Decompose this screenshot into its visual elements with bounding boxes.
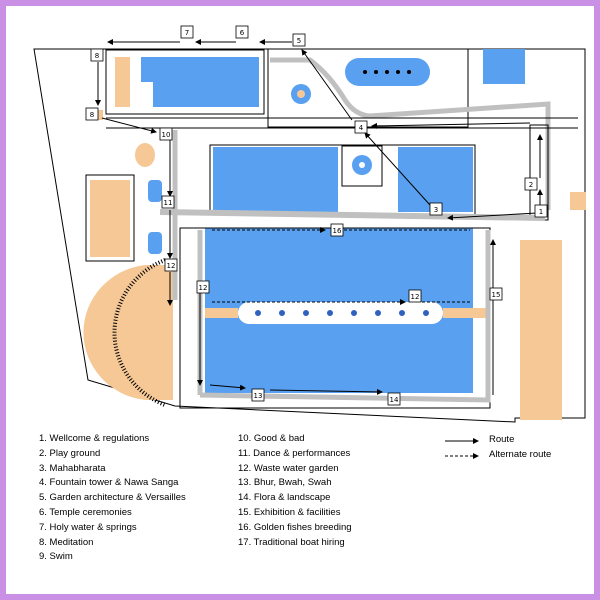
svg-text:2: 2 xyxy=(529,181,533,189)
legend-item: 9. Swim xyxy=(39,551,73,563)
meditation-hall xyxy=(85,174,135,262)
legend-item: 13. Bhur, Bwah, Swah xyxy=(238,477,332,489)
legend-item: 12. Waste water garden xyxy=(238,462,339,474)
svg-text:5: 5 xyxy=(297,37,301,45)
fountain-plaza xyxy=(267,48,469,128)
legend-item: 14. Flora & landscape xyxy=(238,492,331,504)
center-fountain xyxy=(341,145,383,187)
west-path xyxy=(172,130,203,395)
svg-text:4: 4 xyxy=(359,124,364,132)
svg-text:8: 8 xyxy=(95,52,99,60)
lagoon-perimeter-path xyxy=(199,230,491,403)
svg-text:11: 11 xyxy=(164,199,173,207)
svg-text:16: 16 xyxy=(333,227,342,235)
legend-item: 10. Good & bad xyxy=(238,433,305,444)
exhibition-hall xyxy=(520,240,562,380)
amphitheatre xyxy=(83,265,173,400)
pool-enclosure xyxy=(105,49,265,115)
legend-item: 11. Dance & performances xyxy=(238,447,351,459)
pool-building xyxy=(115,57,130,107)
route-marker-labels: 5 6 7 8 8 10 11 12 12 12 13 14 15 16 1 2… xyxy=(90,29,543,404)
legend-item: 3. Mahabharata xyxy=(39,462,106,474)
alternate-route-key-label: Alternate route xyxy=(489,449,552,460)
legend-item: 2. Play ground xyxy=(39,447,101,459)
upper-path xyxy=(270,57,551,210)
route-key-label: Route xyxy=(489,434,515,445)
legend-right: 10. Good & bad 11. Dance & performances … xyxy=(238,432,352,550)
svg-text:7: 7 xyxy=(185,29,189,37)
top-pool xyxy=(141,57,259,107)
island-fountains xyxy=(255,310,429,316)
route-arrows xyxy=(95,39,543,395)
legend-item: 17. Traditional boat hiring xyxy=(238,536,345,548)
legend-item: 15. Exhibition & facilities xyxy=(238,506,341,518)
svg-text:10: 10 xyxy=(162,131,171,139)
legend-item: 8. Meditation xyxy=(39,536,94,548)
legend-item: 1. Wellcome & regulations xyxy=(39,433,150,444)
svg-text:15: 15 xyxy=(492,291,501,299)
central-island xyxy=(238,302,443,324)
legend-item: 6. Temple ceremonies xyxy=(39,506,132,518)
svg-text:13: 13 xyxy=(254,392,263,400)
legend-item: 16. Golden fishes breeding xyxy=(238,521,352,533)
svg-text:6: 6 xyxy=(240,29,245,37)
alternate-route xyxy=(212,227,470,305)
legend-item: 5. Garden architecture & Versailles xyxy=(39,492,186,504)
fountain-jets xyxy=(363,70,411,74)
svg-text:12: 12 xyxy=(199,284,208,292)
site-boundary xyxy=(33,48,586,423)
svg-text:8: 8 xyxy=(90,111,94,119)
svg-text:14: 14 xyxy=(390,396,399,404)
route-markers xyxy=(85,25,548,406)
svg-text:12: 12 xyxy=(411,293,420,301)
legend-left: 1. Wellcome & regulations 2. Play ground… xyxy=(39,432,186,565)
svg-text:3: 3 xyxy=(434,206,438,214)
legend-item: 7. Holy water & springs xyxy=(39,521,137,533)
top-right-pool xyxy=(483,49,525,84)
top-pool-step xyxy=(141,82,153,107)
legend-item: 4. Fountain tower & Nawa Sanga xyxy=(39,477,179,489)
svg-text:12: 12 xyxy=(167,262,176,270)
svg-text:1: 1 xyxy=(539,208,543,216)
